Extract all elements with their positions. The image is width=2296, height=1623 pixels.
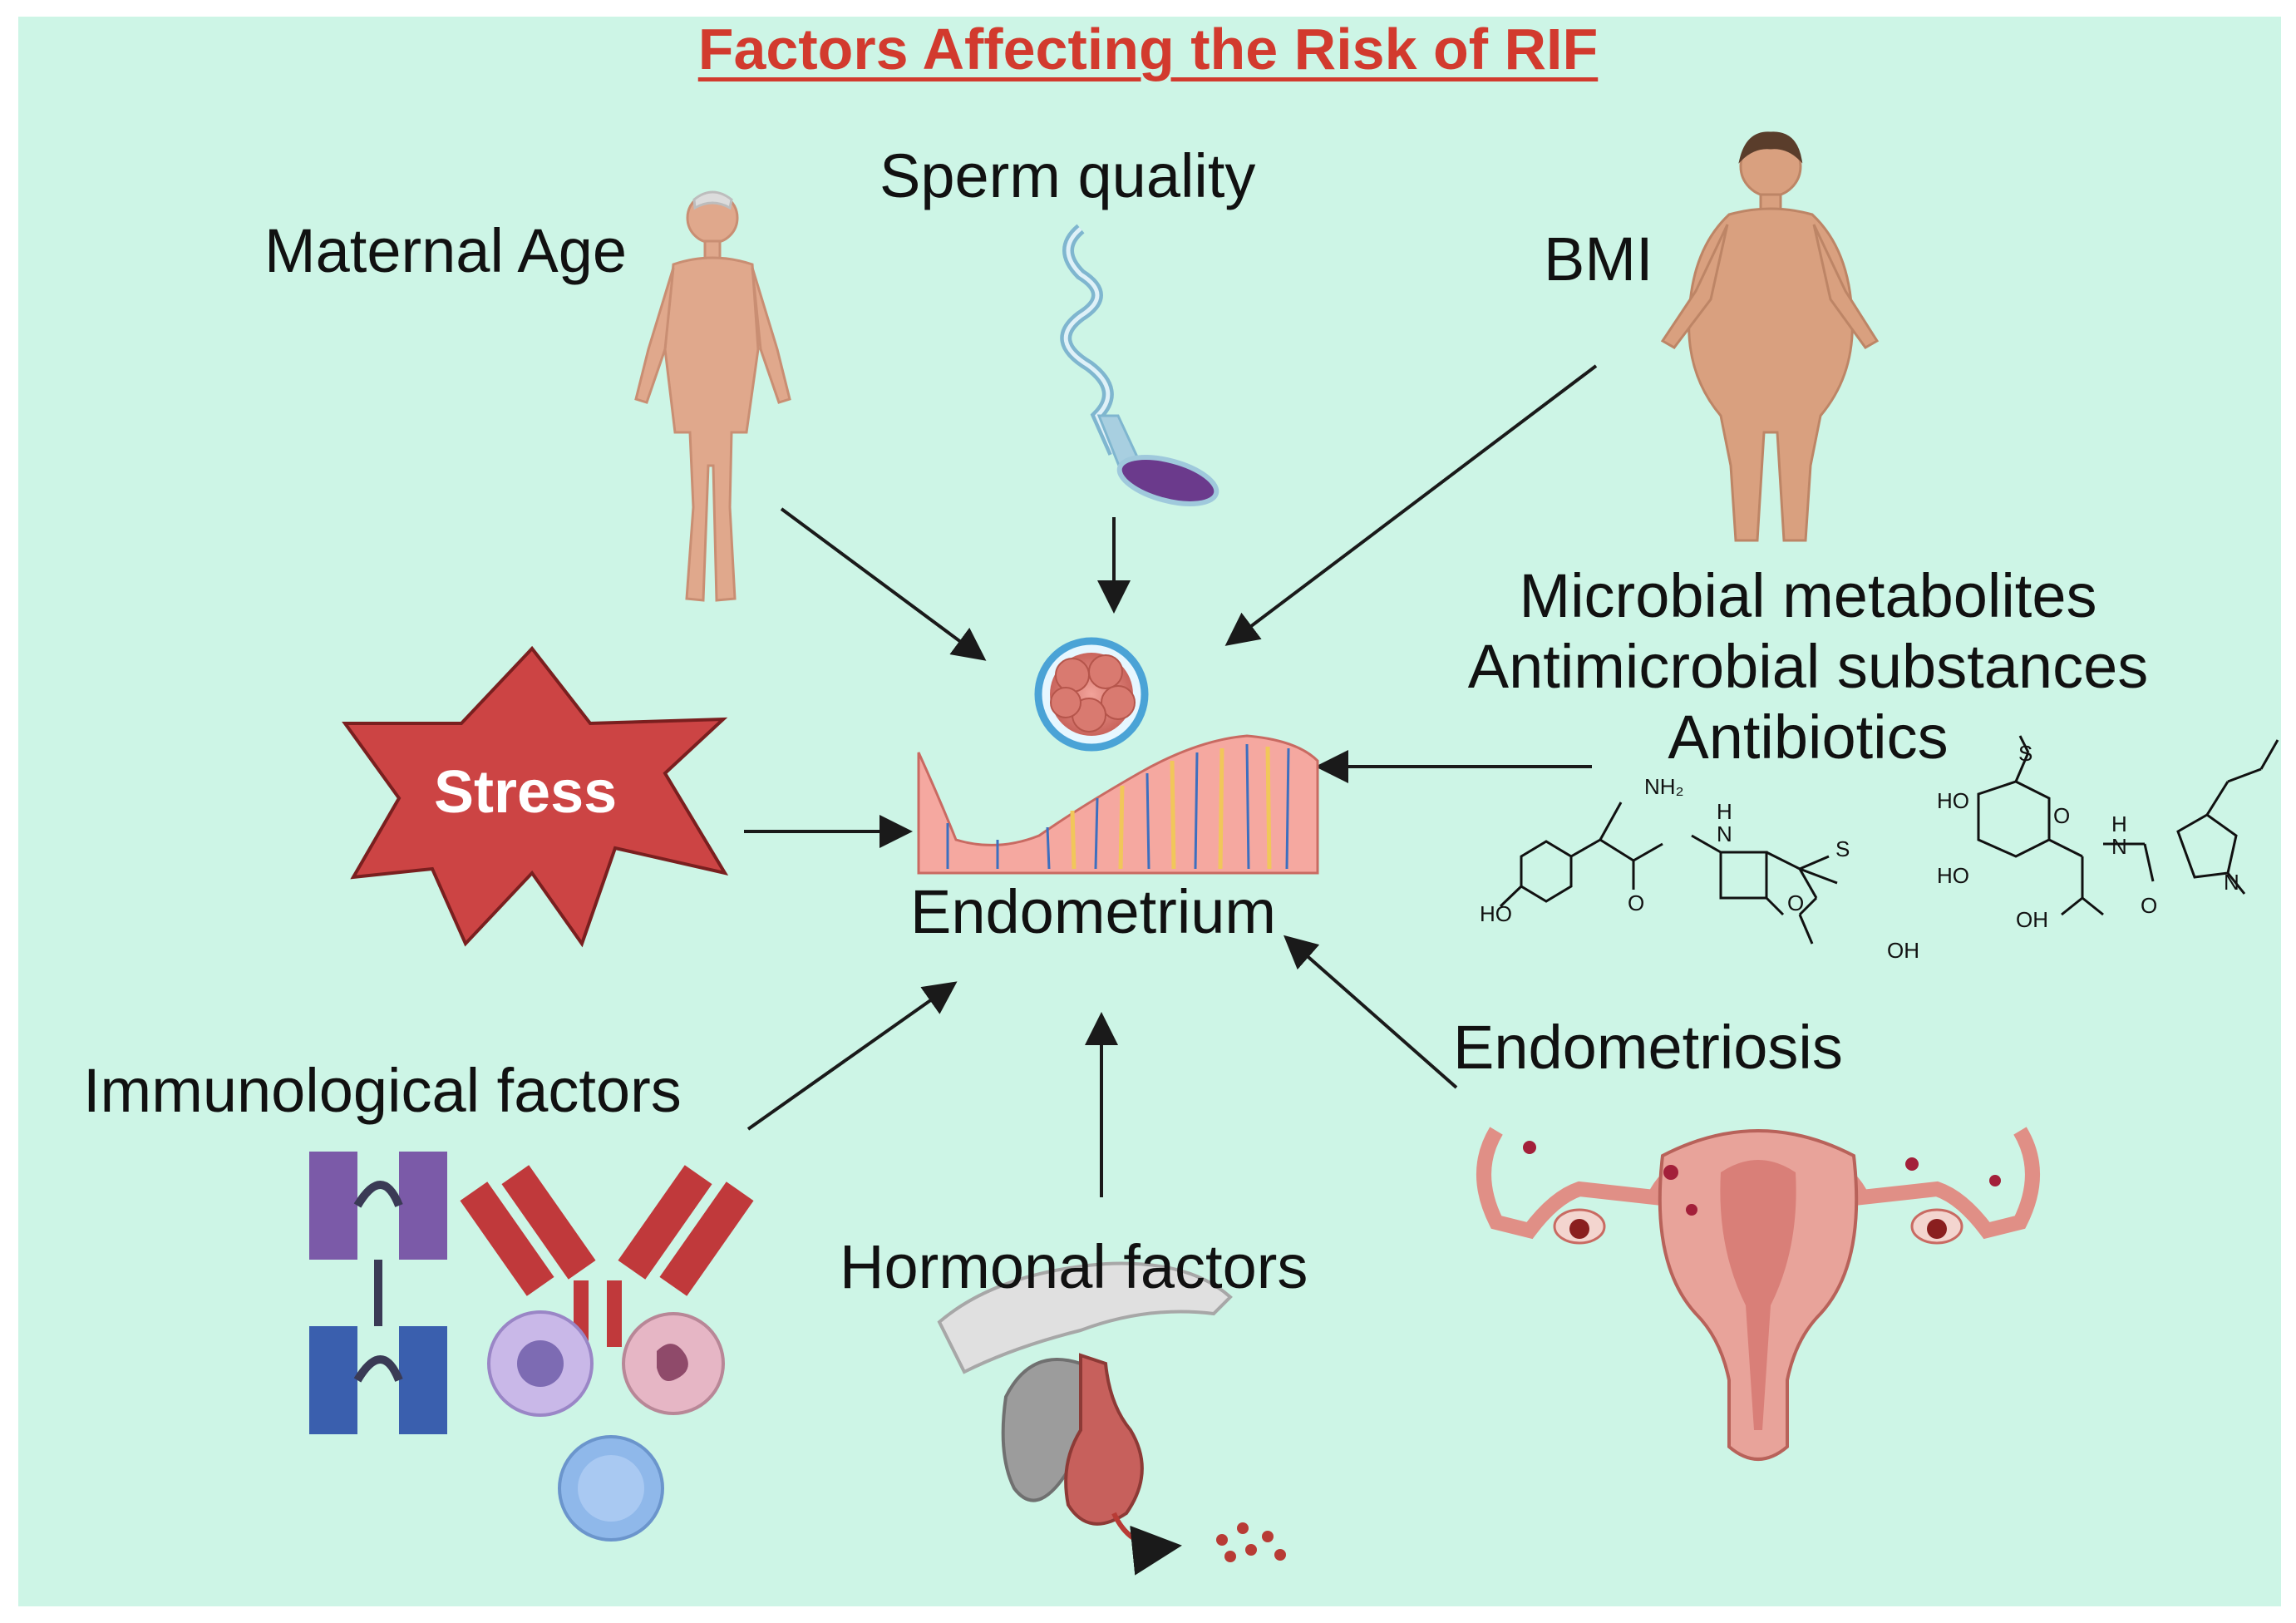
label-endometrium: Endometrium [910,877,1277,946]
chem-label: N [1717,821,1732,846]
embryo-icon [1034,637,1149,752]
uterus-icon [1476,1127,2040,1461]
label-antibiotics: Antibiotics [1668,703,1949,772]
label-maternal-age: Maternal Age [264,216,628,285]
label-bmi: BMI [1544,224,1653,294]
chem-label: O [1787,890,1804,915]
arrow-bmi [1224,364,1598,646]
chem-label: O [2053,803,2070,828]
chem-label: O [1628,890,1644,915]
stress-starburst [342,645,729,948]
arrow-immunological [746,981,958,1131]
chem-label: O [2141,893,2157,918]
chem-label: NH₂ [1644,774,1684,799]
label-stress: Stress [434,759,618,826]
chem-label: OH [1887,938,1919,963]
chem-label: HO [1937,788,1969,813]
pituitary-gland-icon [937,1261,1286,1576]
elderly-woman-icon [634,190,791,602]
arrows [744,364,1598,1197]
sperm-icon [1060,224,1219,506]
antibody-icon [460,1165,754,1347]
label-microbial-metabolites: Microbial metabolites [1519,561,2097,630]
label-hormonal-factors: Hormonal factors [840,1232,1308,1301]
chem-label: H [2111,812,2127,836]
label-antimicrobial-substances: Antimicrobial substances [1467,632,2149,701]
antibiotic-structure-2 [1977,735,2279,916]
chem-label: S [1835,836,1850,861]
immune-receptor-icon [309,1152,447,1434]
label-sperm-quality: Sperm quality [879,141,1256,210]
arrow-endometriosis [1283,935,1458,1089]
chem-label: OH [2016,907,2048,932]
chem-label: N [2224,870,2239,895]
immune-cells-icon [487,1310,725,1542]
arrow-maternal-age [780,507,987,661]
endometrium-tissue-icon [917,734,1319,875]
chem-labels: NH₂ H N O S O HO OH S HO O H N HO OH O N [1480,741,2239,963]
chem-label: S [2018,741,2032,766]
chem-label: HO [1480,901,1512,926]
chem-label: HO [1937,863,1969,888]
label-immunological-factors: Immunological factors [83,1056,682,1125]
chem-label: H [1717,799,1732,824]
label-endometriosis: Endometriosis [1453,1013,1843,1082]
antibiotic-structure-1 [1499,802,1838,945]
chem-label: N [2111,834,2127,859]
overweight-person-icon [1660,131,1880,542]
diagram-title: Factors Affecting the Risk of RIF [697,17,1599,81]
